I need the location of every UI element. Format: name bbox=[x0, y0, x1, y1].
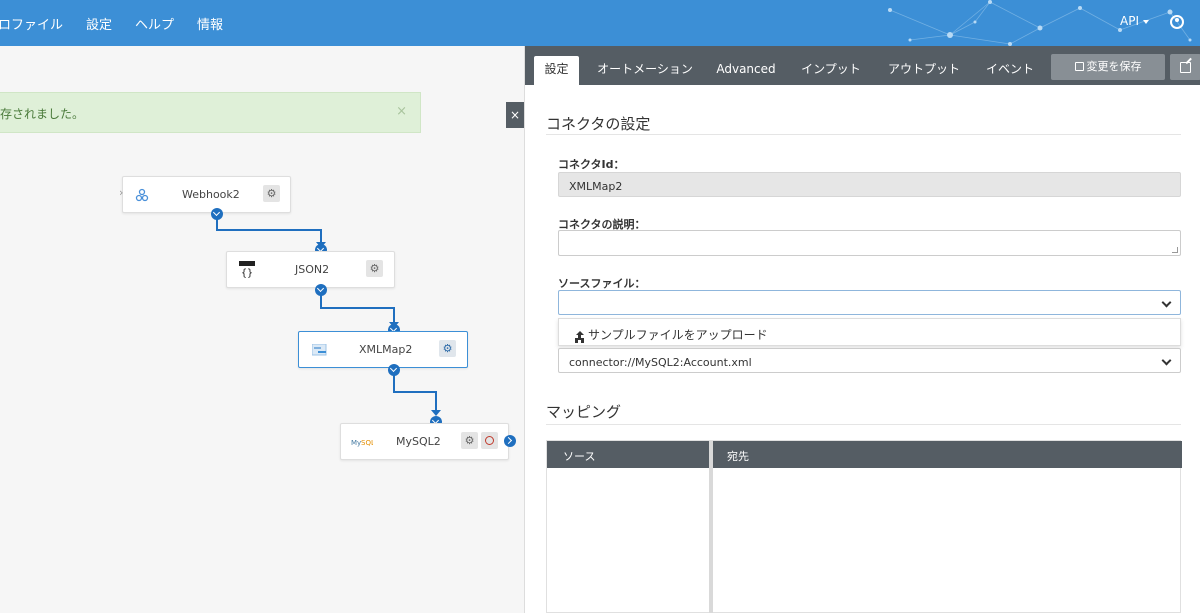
connector-id-value: XMLMap2 bbox=[569, 180, 623, 193]
tab-automation[interactable]: オートメーション bbox=[597, 62, 693, 76]
node-label: MySQL2 bbox=[396, 435, 441, 448]
source-column-header: ソース bbox=[563, 450, 596, 463]
save-changes-button[interactable]: 変更を保存 bbox=[1051, 54, 1165, 80]
output-port[interactable] bbox=[504, 435, 516, 447]
alert-message: 存されました。 bbox=[0, 107, 85, 121]
chevron-down-icon bbox=[1161, 297, 1172, 308]
section-title-connector-settings: コネクタの設定 bbox=[546, 115, 651, 133]
svg-text:My: My bbox=[351, 439, 361, 447]
node-label: XMLMap2 bbox=[359, 343, 413, 356]
save-icon bbox=[1074, 62, 1084, 71]
flow-canvas[interactable]: 存されました。 × × Webhook2 ⚙ › {} JSO bbox=[0, 46, 524, 613]
section-title-mapping: マッピング bbox=[546, 403, 622, 421]
api-menu-label: API bbox=[1120, 14, 1139, 28]
mapping-table[interactable]: ソース 宛先 bbox=[546, 440, 1182, 613]
clock-icon[interactable] bbox=[481, 432, 498, 449]
destination-file-select[interactable]: connector://MySQL2:Account.xml bbox=[558, 348, 1181, 373]
success-alert: 存されました。 × bbox=[0, 92, 421, 133]
upload-sample-file-label: サンプルファイルをアップロード bbox=[588, 328, 768, 342]
output-port[interactable] bbox=[315, 284, 327, 296]
tab-output[interactable]: アウトプット bbox=[887, 62, 960, 76]
alert-close-icon[interactable]: × bbox=[396, 104, 407, 119]
svg-text:SQL: SQL bbox=[361, 439, 373, 447]
connector-description-label: コネクタの説明： bbox=[558, 218, 646, 231]
divider bbox=[546, 424, 1181, 425]
source-file-select[interactable] bbox=[558, 290, 1181, 315]
chevron-down-icon bbox=[1161, 355, 1172, 366]
flow-connections bbox=[216, 214, 441, 416]
destination-column-header: 宛先 bbox=[727, 450, 749, 463]
source-file-label: ソースファイル： bbox=[558, 277, 646, 290]
menu-profile[interactable]: ロファイル bbox=[0, 17, 64, 33]
connection-line bbox=[320, 290, 395, 324]
caret-down-icon bbox=[1142, 19, 1149, 24]
flow-node-xmlmap2[interactable]: XMLMap2 ⚙ bbox=[298, 331, 468, 368]
save-changes-label: 変更を保存 bbox=[1086, 60, 1142, 73]
flow-node-mysql2[interactable]: My SQL MySQL2 ⚙ bbox=[340, 423, 509, 460]
user-icon[interactable] bbox=[1170, 15, 1184, 29]
resize-handle[interactable] bbox=[1172, 247, 1178, 253]
top-navigation-bar: ロファイル 設定 ヘルプ 情報 API bbox=[0, 0, 1200, 46]
api-menu[interactable]: API bbox=[1120, 14, 1149, 28]
mapping-table-header: ソース 宛先 bbox=[547, 441, 1182, 468]
connector-settings-panel: 設定 オートメーション Advanced インプット アウトプット イベント 変… bbox=[524, 46, 1200, 613]
mapping-column-divider[interactable] bbox=[709, 441, 713, 613]
connection-line bbox=[393, 370, 437, 412]
json-icon: {} bbox=[239, 261, 255, 279]
node-label: JSON2 bbox=[295, 263, 330, 276]
tab-settings[interactable]: 設定 bbox=[534, 56, 579, 85]
tab-bar: 設定 オートメーション Advanced インプット アウトプット イベント 変… bbox=[525, 46, 1200, 85]
flow-node-webhook2[interactable]: Webhook2 ⚙ bbox=[122, 176, 291, 213]
menu-settings[interactable]: 設定 bbox=[86, 17, 113, 33]
menu-help[interactable]: ヘルプ bbox=[135, 17, 175, 33]
connection-line bbox=[216, 214, 322, 244]
tab-advanced[interactable]: Advanced bbox=[716, 62, 776, 76]
flow-node-json2[interactable]: {} JSON2 ⚙ bbox=[226, 251, 395, 288]
xmlmap-icon bbox=[312, 344, 327, 356]
gear-icon[interactable]: ⚙ bbox=[439, 340, 456, 357]
main-menu: ロファイル 設定 ヘルプ 情報 bbox=[0, 0, 246, 46]
gear-icon[interactable]: ⚙ bbox=[461, 432, 478, 449]
upload-icon bbox=[575, 331, 584, 340]
external-link-button[interactable] bbox=[1170, 54, 1200, 80]
network-decoration bbox=[888, 0, 1192, 46]
connector-id-field: XMLMap2 bbox=[558, 172, 1181, 197]
webhook-icon bbox=[135, 188, 149, 202]
connector-description-field[interactable] bbox=[558, 230, 1181, 256]
tab-input[interactable]: インプット bbox=[801, 62, 861, 76]
gear-icon[interactable]: ⚙ bbox=[263, 185, 280, 202]
chevron-right-icon: › bbox=[119, 186, 124, 199]
menu-info[interactable]: 情報 bbox=[197, 17, 224, 33]
svg-text:{}: {} bbox=[241, 268, 253, 279]
output-port[interactable] bbox=[211, 208, 223, 220]
collapse-panel-button[interactable]: × bbox=[506, 102, 524, 128]
node-label: Webhook2 bbox=[182, 188, 240, 201]
tab-events[interactable]: イベント bbox=[985, 62, 1034, 76]
connector-id-label: コネクタId： bbox=[558, 158, 625, 171]
destination-file-value: connector://MySQL2:Account.xml bbox=[569, 356, 752, 369]
arrow-head bbox=[431, 410, 441, 416]
divider bbox=[546, 134, 1181, 135]
source-file-dropdown-menu: サンプルファイルをアップロード bbox=[558, 318, 1181, 346]
mysql-icon: My SQL bbox=[351, 439, 373, 447]
gear-icon[interactable]: ⚙ bbox=[366, 260, 383, 277]
upload-sample-file-option[interactable]: サンプルファイルをアップロード bbox=[575, 326, 768, 343]
output-port[interactable] bbox=[388, 364, 400, 376]
